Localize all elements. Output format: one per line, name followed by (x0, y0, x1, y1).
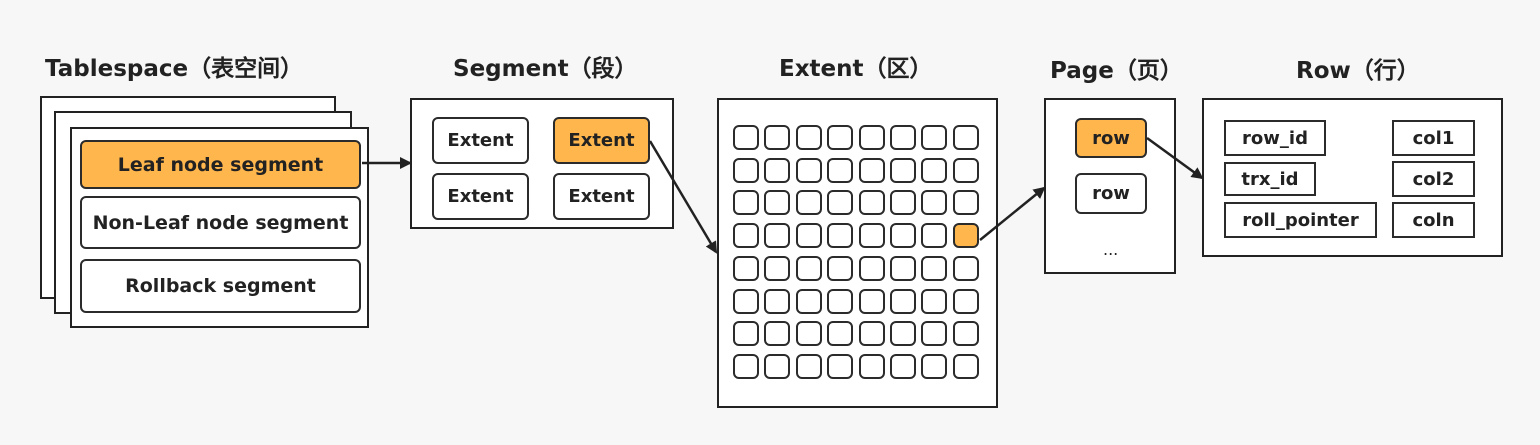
extent-page-cell (858, 321, 885, 347)
extent-page-cell (890, 190, 916, 216)
extent-page-cell (764, 321, 791, 347)
field-row-id: row_id (1224, 120, 1326, 156)
extent-page-cell (827, 255, 854, 281)
extent-page-cell (858, 288, 885, 314)
arrow-extent-to-grid (648, 140, 718, 254)
extent-page-cell (890, 321, 916, 347)
extent-page-cell (795, 125, 822, 150)
field-roll-pointer: roll_pointer (1224, 202, 1377, 238)
tablespace-title: Tablespace（表空间） (45, 56, 304, 82)
field-trx-id: trx_id (1224, 162, 1316, 196)
extent-page-cell (764, 190, 791, 216)
extent-page-cell (764, 223, 791, 249)
extent-page-cell (733, 288, 759, 314)
extent-page-cell (733, 190, 759, 216)
extent-page-cell (795, 321, 822, 347)
extent-page-cell (952, 288, 979, 314)
page-row-2: row (1075, 173, 1147, 214)
extent-page-cell (764, 125, 791, 150)
extent-page-cell (952, 157, 979, 183)
extent-page-cell (890, 157, 916, 183)
arrow-cell-to-page (979, 186, 1046, 241)
extent-page-cell (921, 190, 948, 216)
extent-page-cell (952, 321, 979, 347)
leaf-node-segment: Leaf node segment (80, 140, 361, 189)
segment-title: Segment（段） (453, 56, 638, 82)
extent-page-cell (858, 190, 885, 216)
extent-page-cell (952, 190, 979, 216)
extent-page-cell (827, 353, 854, 379)
column-col1: col1 (1392, 120, 1475, 156)
extent-page-cell (764, 157, 791, 183)
extent-page-cell (921, 288, 948, 314)
extent-page-cell (827, 157, 854, 183)
extent-page-cell (858, 125, 885, 150)
extent-page-cell (921, 157, 948, 183)
extent-page-cell (921, 353, 948, 379)
extent-page-cell (921, 255, 948, 281)
segment-extent-1: Extent (432, 117, 529, 164)
rollback-segment: Rollback segment (80, 259, 361, 313)
extent-page-cell (890, 288, 916, 314)
extent-page-cell (827, 288, 854, 314)
extent-page-cell (795, 288, 822, 314)
extent-page-cell (827, 321, 854, 347)
segment-extent-2: Extent (553, 117, 650, 164)
extent-page-cell (858, 255, 885, 281)
extent-page-cell (733, 157, 759, 183)
extent-page-cell (764, 288, 791, 314)
extent-page-cell (827, 223, 854, 249)
extent-page-cell (795, 223, 822, 249)
page-title: Page（页） (1050, 58, 1183, 84)
extent-page-cell (952, 125, 979, 150)
extent-page-cell (733, 321, 759, 347)
page-more-rows: ... (1103, 240, 1119, 259)
extent-page-cell (858, 157, 885, 183)
extent-page-cell (827, 125, 854, 150)
segment-extent-3: Extent (432, 173, 529, 220)
segment-extent-4: Extent (553, 173, 650, 220)
row-title: Row（行） (1296, 58, 1420, 84)
extent-page-cell (890, 125, 916, 150)
column-coln: coln (1392, 202, 1475, 238)
extent-page-cell (795, 157, 822, 183)
extent-page-cell (921, 223, 948, 249)
page-row-1: row (1075, 118, 1147, 158)
extent-page-cell (795, 353, 822, 379)
extent-page-cell (764, 353, 791, 379)
extent-page-cell (890, 353, 916, 379)
extent-page-cell (733, 223, 759, 249)
extent-page-cell (795, 190, 822, 216)
arrow-row-to-row-detail (1146, 136, 1204, 180)
extent-page-cell (733, 353, 759, 379)
extent-title: Extent（区） (779, 56, 933, 82)
extent-page-cell (952, 353, 979, 379)
column-col2: col2 (1392, 161, 1475, 197)
extent-page-cell (952, 223, 979, 249)
extent-page-cell (890, 223, 916, 249)
non-leaf-node-segment: Non-Leaf node segment (80, 196, 361, 249)
extent-frame (717, 98, 998, 408)
extent-page-cell (858, 223, 885, 249)
extent-page-cell (858, 353, 885, 379)
extent-page-cell (921, 321, 948, 347)
extent-page-cell (890, 255, 916, 281)
extent-page-cell (733, 255, 759, 281)
extent-page-cell (764, 255, 791, 281)
extent-page-cell (952, 255, 979, 281)
extent-page-cell (733, 125, 759, 150)
extent-page-cell (795, 255, 822, 281)
extent-page-cell (827, 190, 854, 216)
extent-page-cell (921, 125, 948, 150)
